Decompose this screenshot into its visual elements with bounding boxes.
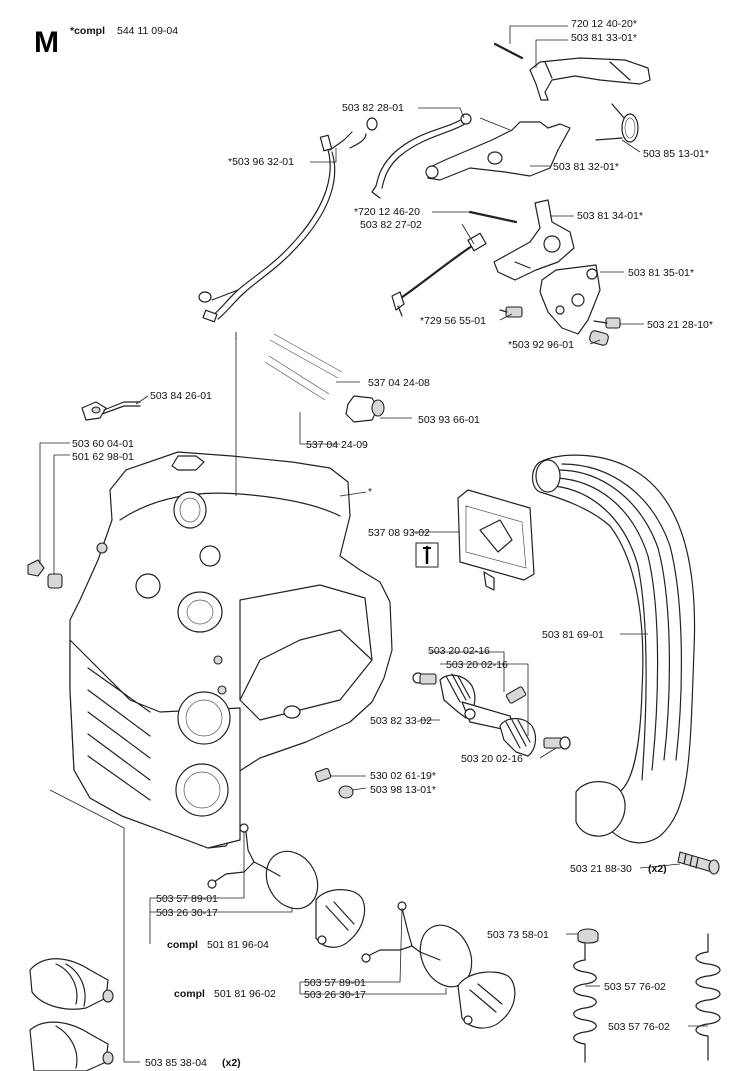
- label-503-93-66-01: 503 93 66-01: [418, 414, 480, 426]
- buffer-503-73-58-01: [577, 928, 599, 944]
- screw-503-21-28-10: [593, 317, 621, 329]
- label-503-20-02-16-b: 503 20 02-16: [446, 659, 508, 671]
- label-501-62-98-01: 501 62 98-01: [72, 451, 134, 463]
- label-503-81-34-01: 503 81 34-01*: [577, 210, 643, 222]
- spring-503-85-13-01: [595, 103, 639, 143]
- part-labels: 720 12 40-20* 503 81 33-01* 503 82 28-01…: [72, 18, 713, 1069]
- tool-symbol: [415, 542, 439, 568]
- throttle-lockout-503-81-33-01: [529, 57, 651, 101]
- label-503-60-04-01: 503 60 04-01: [72, 438, 134, 450]
- leader-lines: [39, 25, 708, 1063]
- label-503-26-30-17-a: 503 26 30-17: [156, 907, 218, 919]
- label-x2-b: (x2): [222, 1057, 241, 1069]
- damper-assembly-503-82-33-02: [412, 672, 571, 757]
- damper-element-a: [315, 889, 366, 948]
- label-503-57-89-01-b: 503 57 89-01: [304, 977, 366, 989]
- pin-720-12-46-20: [468, 210, 518, 224]
- label-housing-star: *: [368, 486, 372, 498]
- label-503-20-02-16-c: 503 20 02-16: [461, 753, 523, 765]
- compl-prefix: *compl: [70, 25, 105, 37]
- label-503-82-28-01: 503 82 28-01: [342, 102, 404, 114]
- label-503-21-88-30: 503 21 88-30: [570, 863, 632, 875]
- label-compl-a-prefix: compl: [167, 939, 198, 951]
- label-501-81-96-02: 501 81 96-02: [214, 988, 276, 1000]
- label-503-57-76-02-b: 503 57 76-02: [608, 1021, 670, 1033]
- spring-503-57-76-02-b: [695, 933, 721, 1061]
- choke-lever-503-81-34-01: [493, 199, 575, 281]
- switch-wire-503-84-26-01: [81, 401, 141, 421]
- label-720-12-46-20: *720 12 46-20: [354, 206, 420, 218]
- label-503-57-76-02-a: 503 57 76-02: [604, 981, 666, 993]
- front-handle-503-81-69-01: [531, 454, 696, 844]
- cover-537-08-93-02: [457, 489, 535, 591]
- label-compl-b-prefix: compl: [174, 988, 205, 1000]
- label-503-21-28-10: 503 21 28-10*: [647, 319, 713, 331]
- label-530-02-61-19: 530 02 61-19*: [370, 770, 436, 782]
- label-503-73-58-01: 503 73 58-01: [487, 929, 549, 941]
- throttle-cable-503-82-28-01: [371, 113, 472, 199]
- handle-housing: [69, 451, 393, 849]
- label-503-57-89-01-a: 503 57 89-01: [156, 893, 218, 905]
- pin-720-12-40-20: [493, 42, 524, 60]
- label-729-56-55-01: *729 56 55-01: [420, 315, 486, 327]
- screw-503-92-96-01: [589, 330, 609, 346]
- throttle-trigger-503-81-32-01: [425, 121, 571, 181]
- primer-bulb-503-93-66-01: [345, 395, 385, 423]
- label-503-92-96-01: *503 92 96-01: [508, 339, 574, 351]
- tube-537-04-24-08: [264, 333, 343, 401]
- ring-503-26-30-17-a: [265, 850, 319, 910]
- spring-clip-503-57-89-01-a: [207, 823, 281, 889]
- label-537-08-93-02: 537 08 93-02: [368, 527, 430, 539]
- choke-bracket-503-81-35-01: [539, 264, 601, 335]
- label-503-84-26-01: 503 84 26-01: [150, 390, 212, 402]
- screw-530-02-61-19: [314, 767, 332, 783]
- label-503-20-02-16-a: 503 20 02-16: [428, 645, 490, 657]
- label-x2-a: (x2): [648, 863, 667, 875]
- label-503-81-32-01: 503 81 32-01*: [553, 161, 619, 173]
- sleeve-501-62-98-01: [47, 573, 63, 589]
- screw-729-56-55-01: [499, 306, 523, 318]
- label-537-04-24-09: 537 04 24-09: [306, 439, 368, 451]
- label-503-85-13-01: 503 85 13-01*: [643, 148, 709, 160]
- label-503-81-69-01: 503 81 69-01: [542, 629, 604, 641]
- label-501-81-96-04: 501 81 96-04: [207, 939, 269, 951]
- damper-503-85-38-04-a: [29, 958, 114, 1010]
- label-537-04-24-08: 537 04 24-08: [368, 377, 430, 389]
- spring-clip-503-57-89-01-b: [361, 901, 441, 963]
- label-503-82-27-02: 503 82 27-02: [360, 219, 422, 231]
- label-503-98-13-01: 503 98 13-01*: [370, 784, 436, 796]
- wire-harness-503-96-32-01: [198, 117, 378, 323]
- compl-number: 544 11 09-04: [117, 25, 178, 37]
- damper-element-b: [457, 971, 516, 1029]
- label-503-26-30-17-b: 503 26 30-17: [304, 989, 366, 1001]
- throttle-rod-503-82-27-02: [391, 232, 487, 317]
- label-720-12-40-20: 720 12 40-20*: [571, 18, 637, 30]
- spring-503-57-76-02-a: [573, 943, 597, 1063]
- section-letter: M: [34, 26, 59, 59]
- label-503-82-33-02: 503 82 33-02: [370, 715, 432, 727]
- nut-503-60-04-01: [27, 559, 45, 577]
- screw-503-21-88-30: [677, 851, 720, 875]
- label-503-81-35-01: 503 81 35-01*: [628, 267, 694, 279]
- label-503-96-32-01: *503 96 32-01: [228, 156, 294, 168]
- label-503-81-33-01: 503 81 33-01*: [571, 32, 637, 44]
- damper-503-85-38-04-b: [29, 1021, 114, 1071]
- label-503-85-38-04: 503 85 38-04: [145, 1057, 207, 1069]
- plug-503-98-13-01: [338, 785, 354, 799]
